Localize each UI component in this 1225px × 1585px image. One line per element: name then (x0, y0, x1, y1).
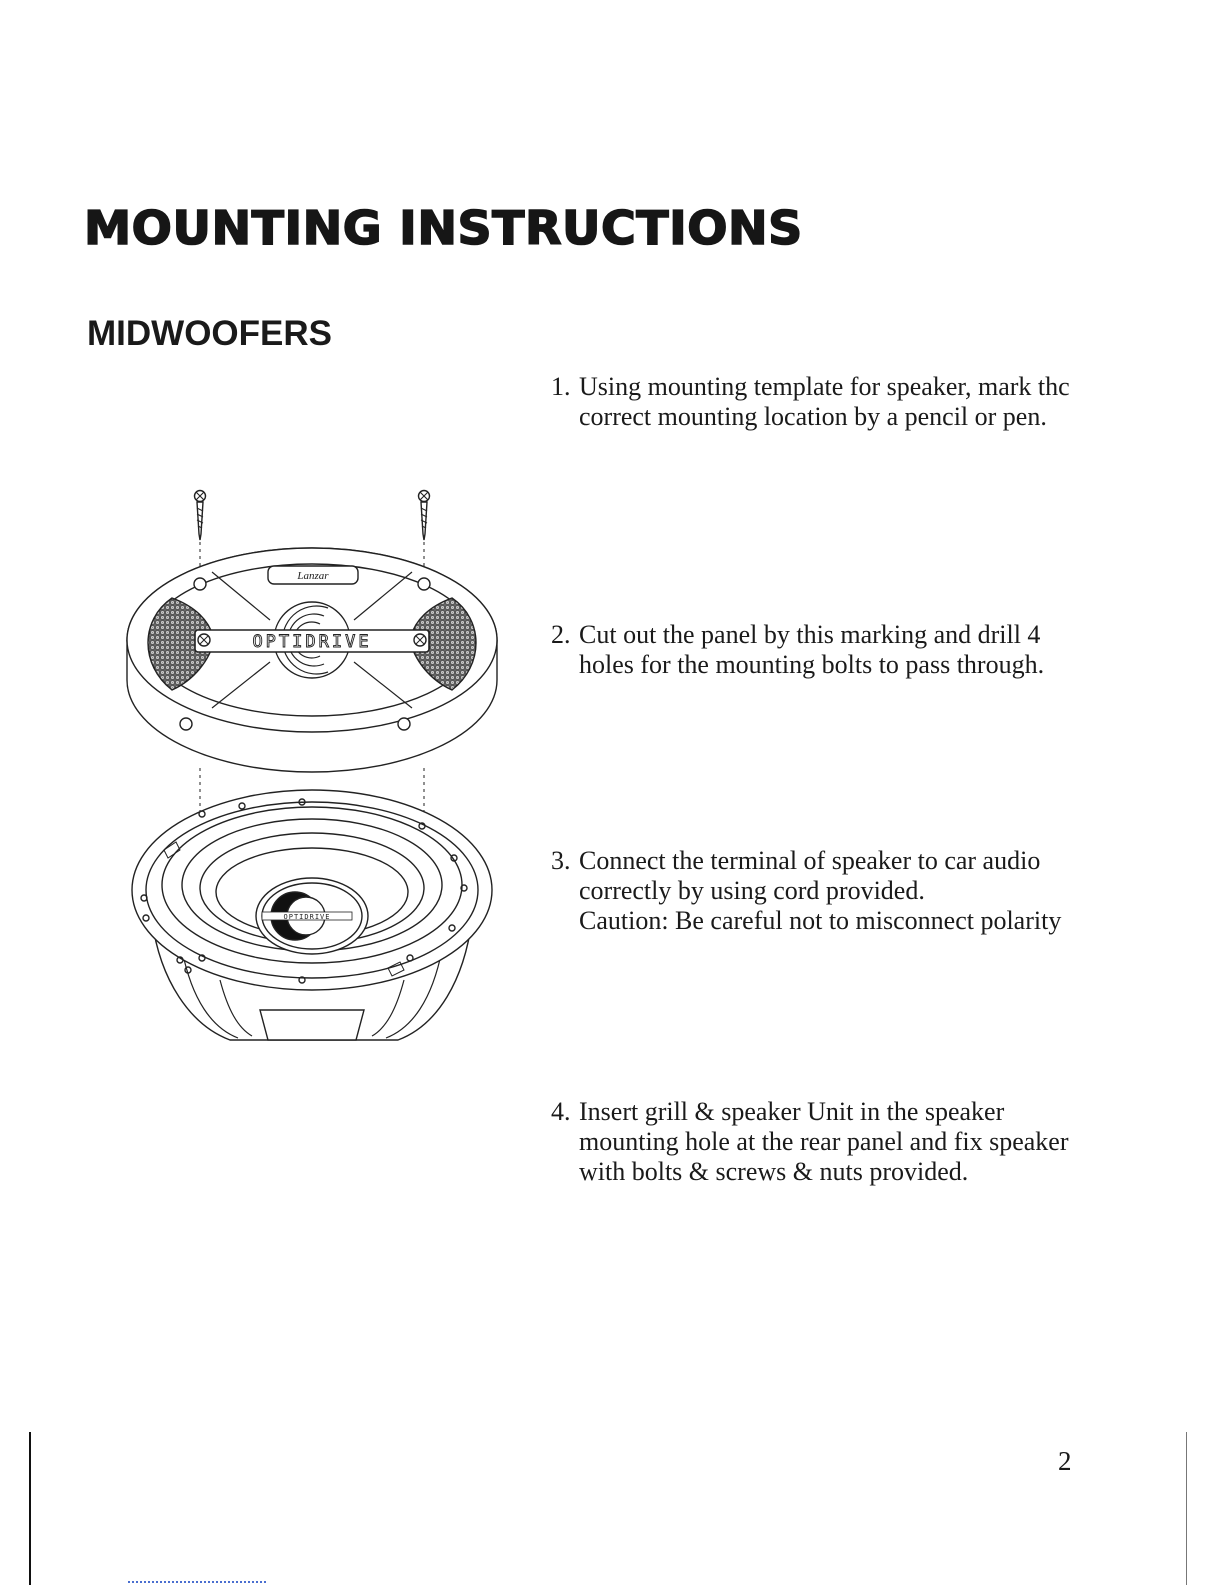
page-title: MOUNTING INSTRUCTIONS (83, 201, 803, 255)
step-text-line: Caution: Be careful not to misconnect po… (579, 906, 1062, 935)
step-2: 2. Cut out the panel by this marking and… (551, 620, 1151, 680)
grill-logo-text: OPTIDRIVE (252, 632, 371, 652)
step-3: 3. Connect the terminal of speaker to ca… (551, 846, 1151, 936)
step-text-line: with bolts & screws & nuts provided. (579, 1157, 969, 1186)
step-1: 1. Using mounting template for speaker, … (551, 372, 1151, 432)
midwoofer-speaker: OPTIDRIVE (131, 789, 493, 1041)
step-text-line: Using mounting template for speaker, mar… (579, 372, 1070, 401)
step-number: 1. (551, 372, 571, 401)
speaker-grill: Lanzar OPTIDRIVE (126, 547, 498, 773)
step-text-line: correctly by using cord provided. (579, 876, 925, 905)
section-title: MIDWOOFERS (87, 314, 332, 353)
step-text-line: mounting hole at the rear panel and fix … (579, 1127, 1069, 1156)
step-text-line: Cut out the panel by this marking and dr… (579, 620, 1041, 649)
cone-logo-text: OPTIDRIVE (284, 913, 331, 921)
step-text-line: Insert grill & speaker Unit in the speak… (579, 1097, 1005, 1126)
step-number: 3. (551, 846, 571, 875)
scan-edge-left (29, 1432, 31, 1585)
step-4: 4. Insert grill & speaker Unit in the sp… (551, 1097, 1151, 1187)
screw-left-icon (193, 489, 207, 541)
scan-mark-bottom (128, 1581, 266, 1583)
step-number: 4. (551, 1097, 571, 1126)
scan-edge-right (1186, 1432, 1187, 1585)
page-number: 2 (1058, 1446, 1072, 1476)
step-text-line: holes for the mounting bolts to pass thr… (579, 650, 1045, 679)
step-text-line: correct mounting location by a pencil or… (579, 402, 1047, 431)
speaker-illustration: Lanzar OPTIDRIVE OPTIDRIVE (126, 489, 498, 1041)
step-text-line: Connect the terminal of speaker to car a… (579, 846, 1041, 875)
screw-right-icon (417, 489, 431, 541)
grill-badge-text: Lanzar (296, 570, 329, 582)
step-number: 2. (551, 620, 571, 649)
